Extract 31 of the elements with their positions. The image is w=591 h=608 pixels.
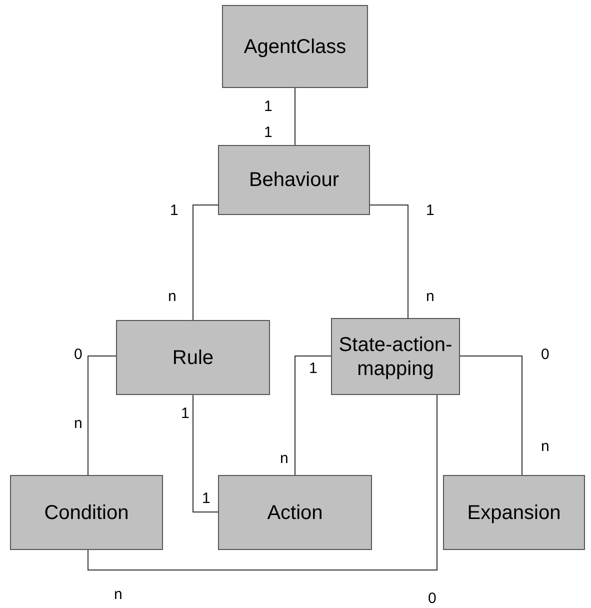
class-box: Condition (10, 475, 163, 550)
multiplicity-label: n (168, 288, 176, 306)
multiplicity-label: 0 (428, 590, 436, 608)
class-box: State-action-mapping (331, 318, 460, 395)
multiplicity-label: 0 (541, 346, 550, 364)
multiplicity-label: 1 (170, 202, 178, 220)
connector-line (88, 394, 438, 570)
multiplicity-label: n (280, 450, 288, 468)
connector-line (192, 394, 218, 512)
connector-line (294, 356, 332, 476)
connector-line (370, 204, 408, 318)
multiplicity-label: n (426, 288, 434, 306)
connector-line (192, 204, 218, 320)
connector-line (294, 88, 296, 146)
connector-line (88, 356, 116, 476)
multiplicity-label: 1 (309, 360, 318, 378)
multiplicity-label: n (74, 415, 82, 433)
multiplicity-label: 1 (426, 202, 434, 220)
class-box: Rule (116, 320, 270, 395)
class-box: Action (218, 475, 372, 550)
multiplicity-label: 1 (181, 405, 190, 423)
multiplicity-label: n (541, 438, 550, 456)
multiplicity-label: 1 (264, 124, 272, 142)
multiplicity-label: 0 (74, 346, 82, 364)
multiplicity-label: n (114, 586, 122, 604)
class-box: Expansion (443, 475, 585, 550)
multiplicity-label: 1 (264, 98, 272, 116)
multiplicity-label: 1 (202, 490, 210, 508)
class-box: AgentClass (222, 5, 368, 88)
class-box: Behaviour (218, 145, 370, 215)
connector-line (460, 356, 522, 476)
